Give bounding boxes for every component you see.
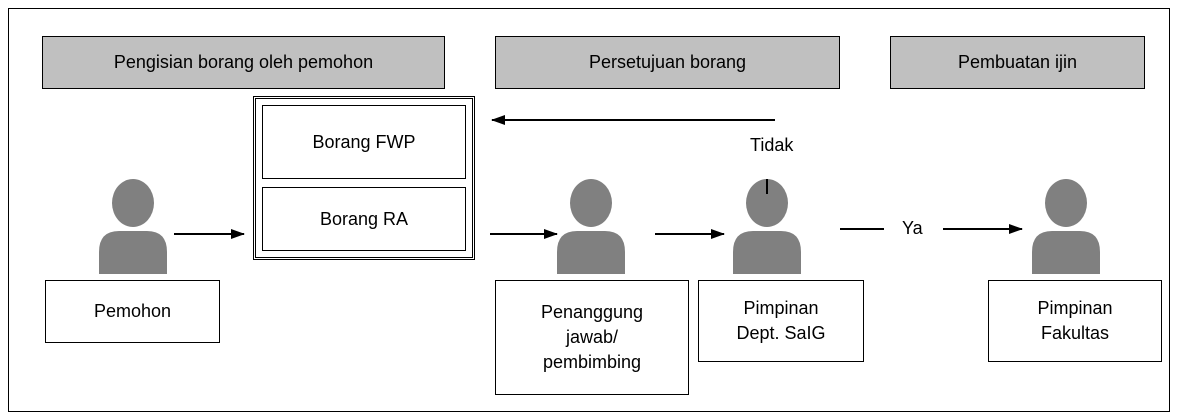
decision-no-label: Tidak <box>750 135 794 156</box>
person-icon <box>99 179 167 274</box>
actor-supervisor: Penanggung jawab/ pembimbing <box>495 280 689 395</box>
actor-faculty-head: Pimpinan Fakultas <box>988 280 1162 362</box>
person-icon <box>557 179 625 274</box>
diagram-frame <box>8 8 1170 412</box>
phase-approval: Persetujuan borang <box>495 36 840 89</box>
person-icon <box>733 179 801 274</box>
document-fwp: Borang FWP <box>262 105 466 179</box>
decision-yes-label: Ya <box>902 218 923 239</box>
document-ra: Borang RA <box>262 187 466 251</box>
phase-permit: Pembuatan ijin <box>890 36 1145 89</box>
actor-applicant: Pemohon <box>45 280 220 343</box>
phase-filling: Pengisian borang oleh pemohon <box>42 36 445 89</box>
actor-dept-head: Pimpinan Dept. SaIG <box>698 280 864 362</box>
person-icon <box>1032 179 1100 274</box>
